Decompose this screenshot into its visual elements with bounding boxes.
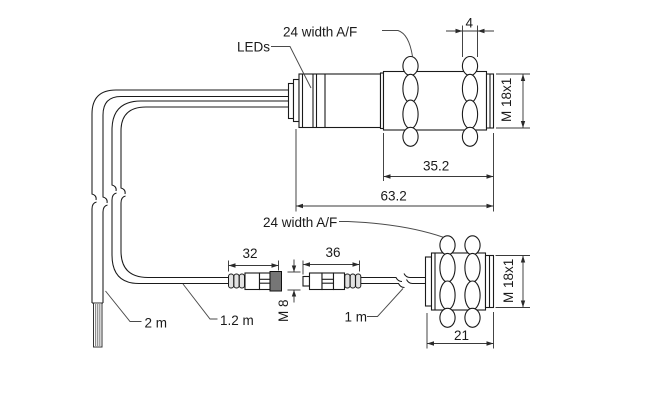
amplifier-housing (287, 55, 495, 147)
connector-male (302, 272, 362, 291)
dim-value: 35.2 (423, 159, 449, 174)
connector-female (228, 271, 282, 292)
cable-gland (424, 256, 433, 307)
dim-nut-width-4: 4 (446, 16, 494, 57)
hex-nut-1 (439, 235, 456, 328)
cable-gland-step1 (287, 82, 295, 120)
cable-1-2m (111, 100, 289, 285)
leds-label: LEDs (237, 40, 270, 55)
width-af-label: 24 width A/F (263, 215, 337, 230)
width-af-callout-bottom: 24 width A/F (263, 215, 445, 238)
dim-value: 63.2 (381, 189, 407, 204)
dim-value: M 18x1 (501, 259, 516, 303)
dim-female-connector-32: 32 (228, 246, 279, 272)
dim-value: 21 (454, 328, 469, 343)
amplifier-body (298, 73, 382, 129)
cable-1m-callout: 1 m (345, 288, 404, 325)
cable-gland-step2 (292, 78, 300, 123)
strain-relief (344, 273, 351, 289)
width-af-label: 24 width A/F (283, 25, 357, 40)
cable-2m-callout: 2 m (105, 290, 168, 331)
hex-nut-2 (464, 235, 481, 328)
plug-tip (302, 275, 311, 287)
strain-relief (228, 273, 235, 289)
sensor-head (424, 235, 495, 328)
cable-length-label: 1 m (345, 310, 368, 325)
leds-callout: LEDs (237, 40, 312, 89)
stripped-wire-end (93, 302, 103, 348)
coupling-nut (269, 271, 282, 292)
dim-total-length-63-2: 63.2 (295, 129, 494, 212)
cable-1-2m-callout: 1.2 m (182, 283, 254, 328)
hex-nut-1 (402, 55, 419, 147)
cable-2m (91, 89, 289, 348)
cable-length-label: 2 m (145, 316, 168, 331)
dim-value: M 18x1 (499, 78, 514, 122)
dim-value: 36 (326, 245, 341, 260)
width-af-callout-top: 24 width A/F (283, 25, 413, 57)
connector-body (308, 272, 323, 291)
hex-nut-2 (461, 55, 479, 147)
cable-length-label: 1.2 m (220, 313, 254, 328)
dim-thread-length-35-2: 35.2 (383, 133, 494, 212)
dim-male-connector-36: 36 (302, 245, 360, 275)
dim-head-length-21: 21 (426, 312, 494, 349)
dim-value: M 8 (276, 299, 291, 322)
dim-thread-m18-bottom: M 18x1 (495, 255, 530, 308)
connector-body (244, 272, 261, 291)
dim-thread-m18-top: M 18x1 (496, 73, 530, 129)
dim-connector-thread-m8: M 8 (276, 259, 301, 322)
dim-value: 4 (466, 16, 474, 31)
cable-1m (360, 273, 426, 289)
dim-value: 32 (243, 246, 258, 261)
